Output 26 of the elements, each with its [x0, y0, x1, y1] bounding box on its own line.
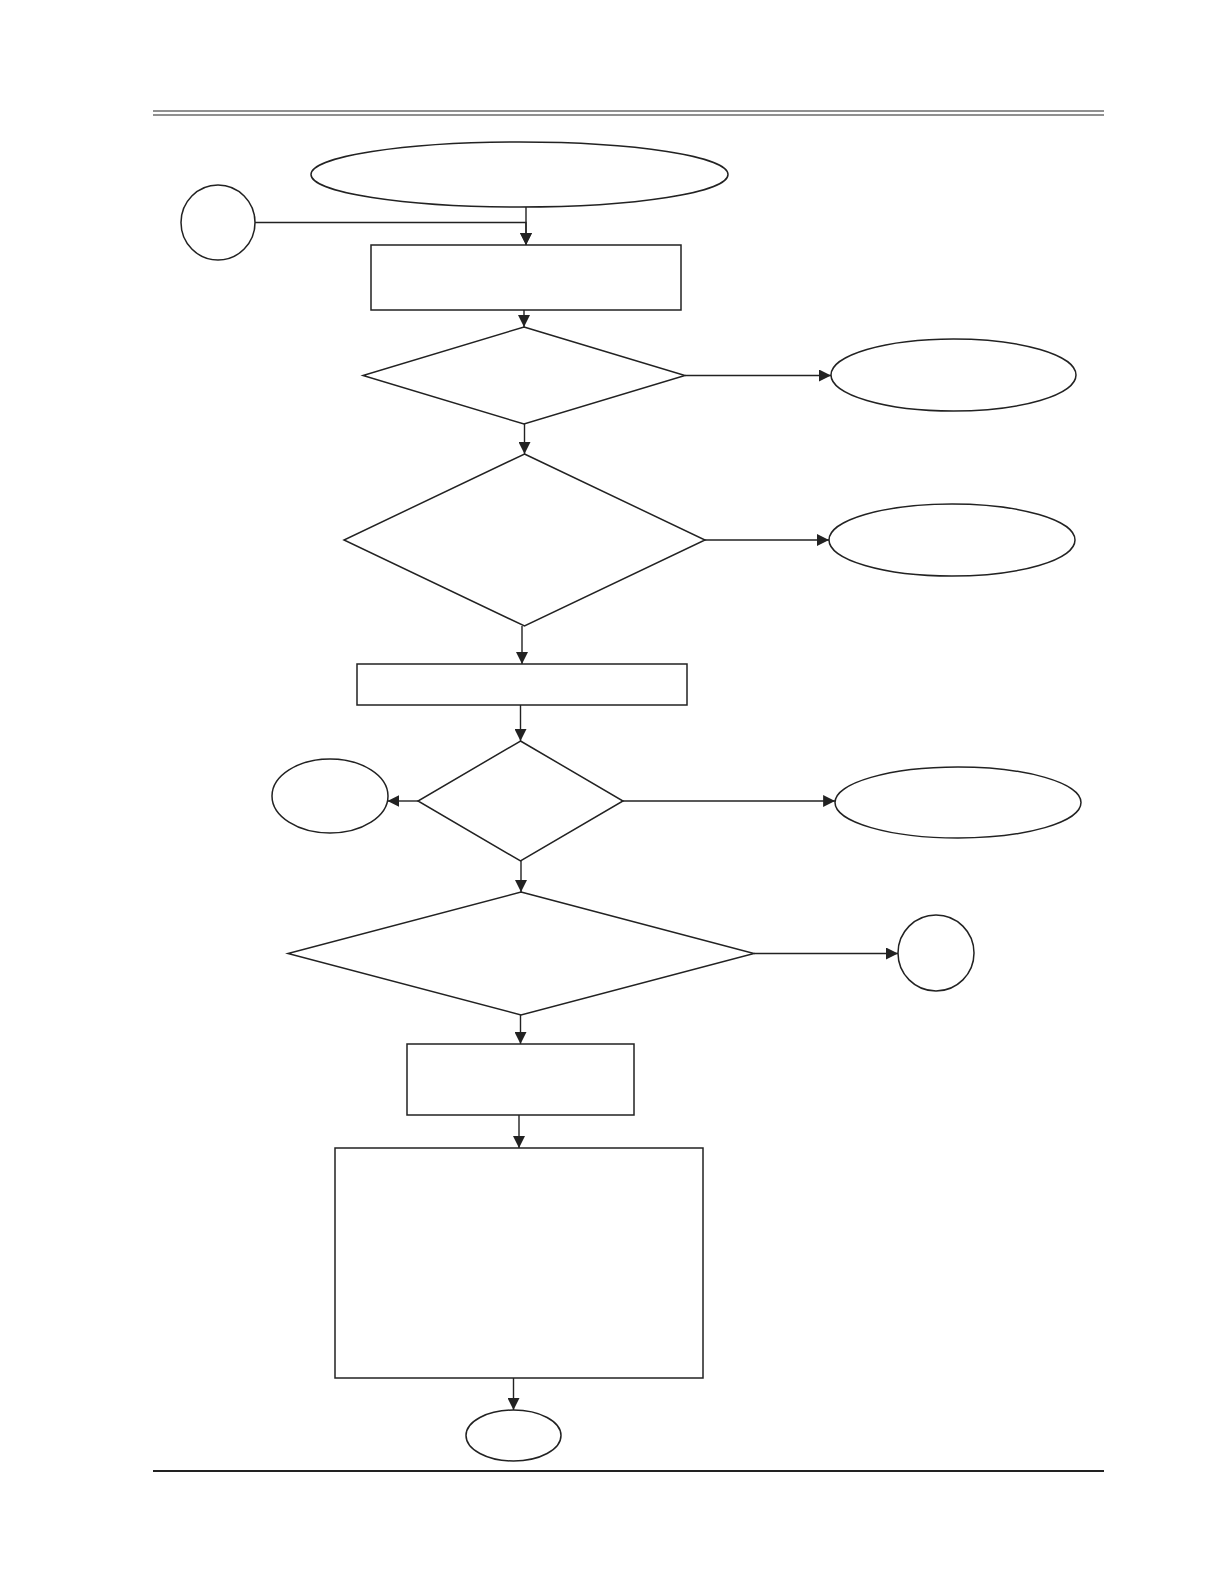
- arrow: [515, 860, 527, 893]
- arrow: [516, 625, 528, 665]
- decision-diamond: [342, 453, 707, 627]
- terminal-ellipse: [830, 338, 1077, 412]
- process-box: [406, 1043, 635, 1116]
- arrow: [514, 704, 527, 742]
- terminal-ellipse: [465, 1409, 562, 1462]
- connector-circle: [897, 914, 975, 992]
- arrow: [518, 309, 530, 328]
- connector-circle: [180, 184, 256, 261]
- process-box: [356, 663, 688, 706]
- arrow: [513, 1114, 525, 1149]
- terminal-ellipse: [310, 141, 729, 208]
- arrow: [514, 1014, 527, 1045]
- arrow: [507, 1377, 520, 1411]
- decision-diamond: [285, 891, 757, 1016]
- process-box: [370, 244, 682, 311]
- terminal-ellipse: [834, 766, 1082, 839]
- process-box: [334, 1147, 704, 1379]
- decision-diamond: [416, 740, 625, 862]
- arrow: [622, 795, 836, 807]
- decision-diamond: [360, 326, 688, 425]
- arrow: [704, 534, 830, 546]
- terminal-ellipse: [828, 503, 1076, 577]
- arrow: [518, 423, 531, 455]
- terminal-ellipse: [271, 758, 389, 834]
